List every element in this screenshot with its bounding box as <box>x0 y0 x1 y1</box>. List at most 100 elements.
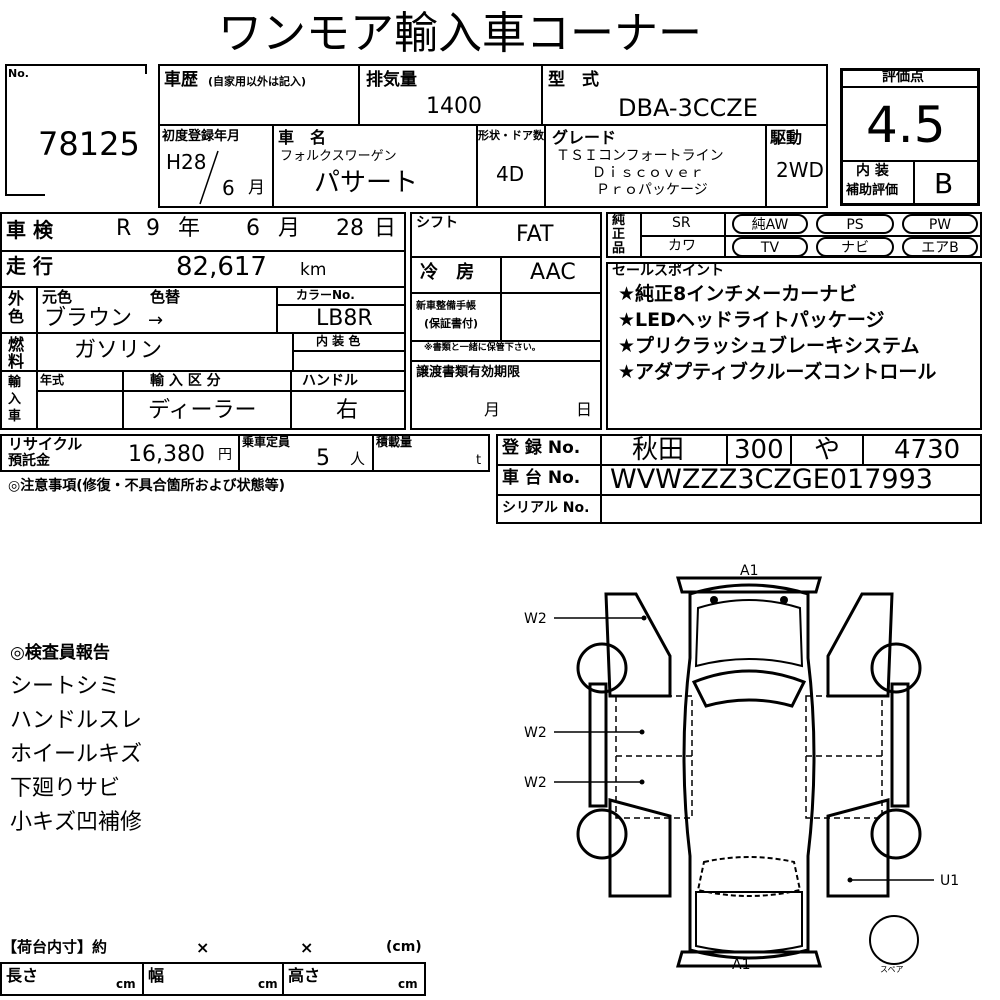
load-unit: t <box>476 453 482 468</box>
equip-navi: ナビ <box>816 237 894 257</box>
first-reg-month-unit: 月 <box>248 178 265 198</box>
history-note: (自家用以外は記入) <box>208 75 307 88</box>
import-car-label: 輸入車 <box>8 375 22 424</box>
car-name: パサート <box>314 168 419 198</box>
ac-label: 冷 房 <box>420 262 481 283</box>
equip-sr: SR <box>672 215 691 231</box>
inspection-year-unit: 年 <box>178 216 201 241</box>
cargo-grid <box>0 962 426 996</box>
first-reg-label: 初度登録年月 <box>162 129 241 144</box>
diagram-code-left: W2 <box>524 775 547 791</box>
grade-line-2: Ｄｉｓｃｏｖｅｒ <box>592 165 704 181</box>
diagram-code-left: W2 <box>524 611 547 627</box>
notes-label: ◎注意事項(修復・不具合箇所および状態等) <box>8 478 286 494</box>
exterior-color-label: 外色 <box>8 289 25 326</box>
reg-kana: や <box>814 435 841 465</box>
diagram-code-front: A1 <box>740 563 759 579</box>
first-reg-era: H28 <box>166 150 207 174</box>
equip-tv: TV <box>732 237 808 257</box>
no-label: No. <box>8 67 29 80</box>
sales-points-box <box>606 262 982 430</box>
maintenance-label-2: (保証書付) <box>424 317 479 330</box>
sales-point: ★純正8インチメーカーナビ <box>618 283 858 305</box>
vehicle-info-grid <box>158 64 828 208</box>
score-box <box>840 68 980 206</box>
grade-line-1: ＴＳＩコンフォートライン <box>556 148 724 164</box>
equip-airbag: エアB <box>902 237 978 257</box>
cargo-height-label: 高さ <box>288 966 321 985</box>
equip-aw: 純AW <box>732 214 808 234</box>
mileage-unit: km <box>300 260 327 280</box>
shift-value: FAT <box>516 222 554 247</box>
model-label: 型 式 <box>548 70 599 90</box>
load-label: 積載量 <box>376 435 413 449</box>
cargo-length-unit: cm <box>116 977 136 991</box>
mileage-value: 82,617 <box>176 252 267 282</box>
drive-label: 駆動 <box>770 128 803 147</box>
transfer-label: 譲渡書類有効期限 <box>416 365 521 380</box>
displacement-label: 排気量 <box>366 70 417 90</box>
left-detail-grid <box>0 212 406 430</box>
equip-ps: PS <box>816 214 894 234</box>
model-code: DBA-3CCZE <box>618 94 758 122</box>
displacement-value: 1400 <box>426 94 482 119</box>
first-reg-divider <box>199 150 219 205</box>
first-reg-month: 6 <box>222 176 235 200</box>
year-type-label: 年式 <box>40 373 65 387</box>
inspection-day-unit: 日 <box>374 216 397 241</box>
mileage-label: 走 行 <box>6 254 53 278</box>
genuine-label: 純正品 <box>612 213 626 256</box>
drive-value: 2WD <box>776 158 824 182</box>
score-label: 評価点 <box>882 69 924 85</box>
ac-value: AAC <box>530 260 576 285</box>
equip-leather: カワ <box>668 238 696 254</box>
car-name-label: 車 名 <box>278 128 327 147</box>
chassis-label: 車 台 No. <box>502 468 581 488</box>
maintenance-label-1: 新車整備手帳 <box>416 301 476 312</box>
capacity-value: 5 <box>316 446 330 471</box>
recycle-label-2: 預託金 <box>8 453 50 469</box>
interior-grade: B <box>934 167 954 200</box>
recycle-label-1: リサイクル <box>8 435 83 453</box>
registration-grid <box>496 434 982 524</box>
serial-label: シリアル No. <box>502 500 590 516</box>
cargo-times-2: × <box>300 938 314 957</box>
interior-color-label: 内 装 色 <box>316 334 361 348</box>
recycle-fee: 16,380 <box>128 442 205 467</box>
sales-point: ★アダプティブクルーズコントロール <box>618 361 937 383</box>
inspection-month-unit: 月 <box>278 216 301 241</box>
doors-value: 4D <box>496 162 525 186</box>
diagram-code-left: W2 <box>524 725 547 741</box>
inspection-year: 9 <box>146 216 160 241</box>
cargo-width-label: 幅 <box>148 966 165 985</box>
transfer-day-unit: 日 <box>576 400 593 419</box>
import-class-label: 輸 入 区 分 <box>150 373 221 389</box>
inspector-report-label: ◎検査員報告 <box>10 643 110 663</box>
diagram-code-rear: A1 <box>732 957 751 973</box>
inspector-note: シートシミ <box>10 674 121 699</box>
inspection-era: R <box>116 216 132 241</box>
orig-color-label: 元色 <box>42 288 73 306</box>
reg-area: 秋田 <box>632 435 685 465</box>
history-label: 車歴 <box>164 70 198 90</box>
maintenance-note: ※書類と一緒に保管下さい。 <box>424 343 541 353</box>
fuel-value: ガソリン <box>74 338 163 363</box>
handle-label: ハンドル <box>302 373 358 389</box>
shift-label: シフト <box>416 215 458 231</box>
inspector-note: 小キズ凹補修 <box>10 810 143 835</box>
spare-tire-label: スペア <box>880 965 904 974</box>
inspector-note: ハンドルスレ <box>10 708 143 733</box>
fuel-label: 燃料 <box>8 335 25 371</box>
doors-label: 形状・ドア数 <box>478 129 544 142</box>
cargo-length-label: 長さ <box>6 966 39 985</box>
car-damage-diagram <box>554 576 934 968</box>
cargo-unit: (cm) <box>386 939 422 955</box>
reg-class: 300 <box>734 435 784 465</box>
score-value: 4.5 <box>866 96 946 154</box>
grade-line-3: Ｐｒｏパッケージ <box>596 182 708 198</box>
cargo-width-unit: cm <box>258 977 278 991</box>
transfer-month-unit: 月 <box>484 400 501 419</box>
capacity-unit: 人 <box>350 450 366 468</box>
capacity-label: 乗車定員 <box>242 435 291 449</box>
lot-number: 78125 <box>38 125 140 163</box>
